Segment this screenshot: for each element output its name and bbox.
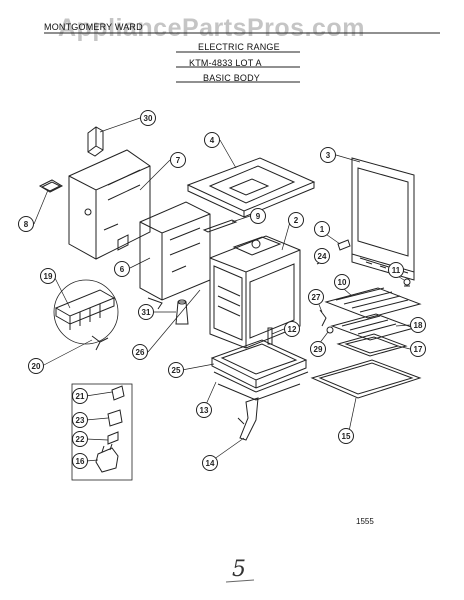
page-mark [225, 579, 255, 583]
callout-number: 19 [44, 272, 53, 281]
callout-number: 31 [142, 308, 151, 317]
callout-number: 29 [314, 345, 323, 354]
callout-bubble [138, 304, 154, 320]
callout-number: 23 [76, 416, 85, 425]
callout-number: 4 [210, 136, 215, 145]
callout-number: 18 [414, 321, 423, 330]
part-ground-wire [91, 335, 109, 351]
part-drawer-frame [210, 339, 309, 401]
callout-bubble [284, 321, 300, 337]
watermark: AppliancePartsPros.com [58, 14, 365, 42]
callout-bubble [168, 362, 184, 378]
part-drawer-tray [310, 359, 422, 399]
callout-bubble [410, 317, 426, 333]
callout-number: 16 [76, 457, 85, 466]
callout-bubble [338, 428, 354, 444]
brand-name: MONTGOMERY WARD [44, 22, 143, 32]
callout-bubble [196, 402, 212, 418]
part-terminal-block [53, 279, 119, 345]
part-leveling-leg [175, 299, 189, 325]
callout-number: 30 [144, 114, 153, 123]
callout-number: 20 [32, 362, 41, 371]
callout-bubble [204, 132, 220, 148]
part-oven-body [209, 235, 301, 349]
part-bracket [87, 126, 104, 157]
diagram-title: ELECTRIC RANGE [198, 42, 280, 52]
callout-bubble [28, 358, 44, 374]
callout-bubble [18, 216, 34, 232]
callout-bubble [72, 453, 88, 469]
callout-number: 21 [76, 392, 85, 401]
callout-bubble [72, 388, 88, 404]
part-oven-racks [324, 287, 422, 357]
callout-bubble [388, 262, 404, 278]
callout-bubble [72, 431, 88, 447]
callout-number: 7 [176, 156, 181, 165]
section-title: BASIC BODY [203, 73, 261, 83]
callout-number: 12 [288, 325, 297, 334]
figure-number: 1555 [356, 517, 374, 526]
callout-number: 2 [294, 216, 299, 225]
part-controls [71, 383, 133, 481]
callout-bubble [40, 268, 56, 284]
part-trim-strip [202, 219, 238, 233]
callout-number: 1 [320, 225, 325, 234]
part-hinge [237, 397, 259, 441]
callout-number: 22 [76, 435, 85, 444]
callout-number: 10 [338, 278, 347, 287]
callout-bubble [308, 289, 324, 305]
callout-number: 15 [342, 432, 351, 441]
callout-bubble [314, 221, 330, 237]
callout-number: 13 [200, 406, 209, 415]
callout-number: 9 [256, 212, 261, 221]
callout-bubble [250, 208, 266, 224]
callout-bubble [72, 412, 88, 428]
callout-number: 24 [318, 252, 327, 261]
callout-bubble [202, 455, 218, 471]
part-back-panel [68, 149, 151, 260]
page-number: 5 [232, 557, 246, 582]
callout-number: 11 [392, 266, 401, 275]
callout-number: 26 [136, 348, 145, 357]
callout-number: 14 [206, 459, 215, 468]
callout-bubble [132, 344, 148, 360]
part-clips [319, 309, 334, 334]
callout-bubble [170, 152, 186, 168]
callout-leaders [33, 117, 411, 463]
callout-bubble [314, 248, 330, 264]
callout-number: 8 [24, 220, 29, 229]
callout-bubble [410, 341, 426, 357]
callout-bubble [320, 147, 336, 163]
callout-number: 3 [326, 151, 331, 160]
callout-bubble [114, 261, 130, 277]
part-cooktop [186, 157, 316, 218]
callout-number: 17 [414, 345, 423, 354]
callout-bubble [288, 212, 304, 228]
callout-bubble [334, 274, 350, 290]
model-number: KTM-4833 LOT A [189, 58, 262, 68]
part-label-plate [38, 179, 64, 193]
callout-bubble [310, 341, 326, 357]
part-oven-door [351, 157, 415, 281]
callout-number: 6 [120, 265, 125, 274]
callout-bubble [140, 110, 156, 126]
callout-number: 27 [312, 293, 321, 302]
callout-number: 25 [172, 366, 181, 375]
